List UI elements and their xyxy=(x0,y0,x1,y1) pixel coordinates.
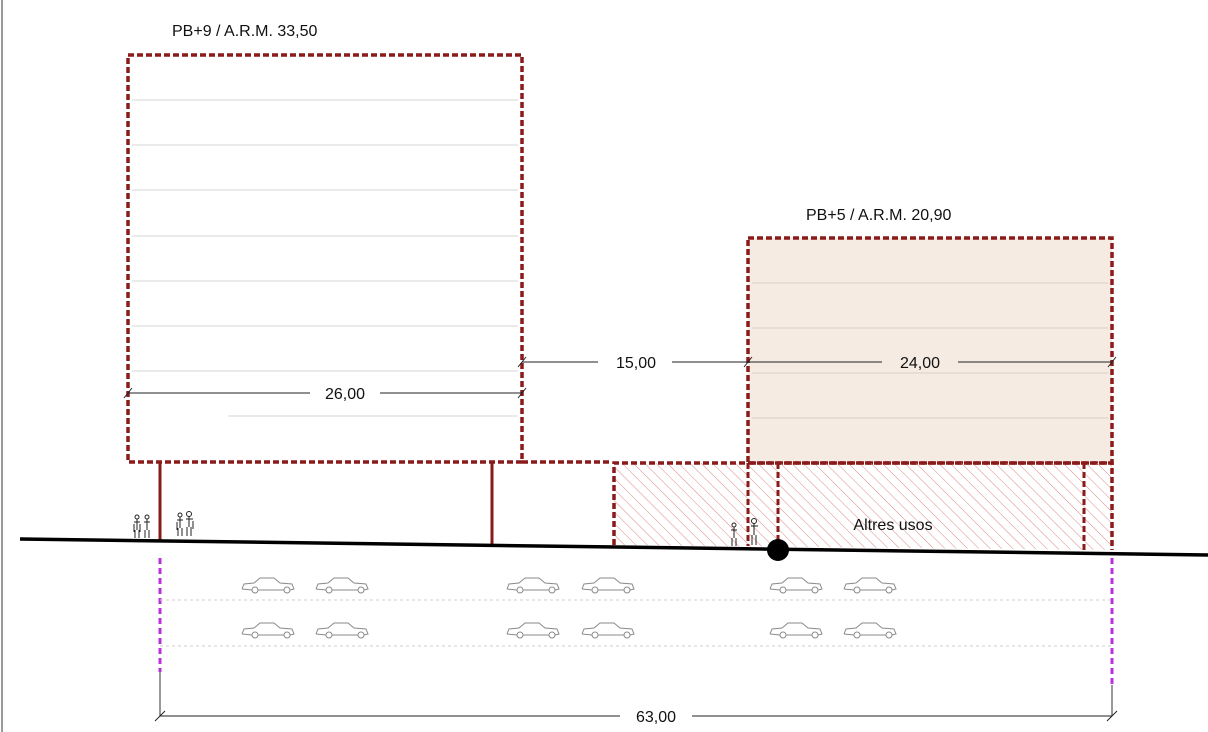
tower-a-label: PB+9 / A.R.M. 33,50 xyxy=(172,23,318,40)
tower-b-label: PB+5 / A.R.M. 20,90 xyxy=(806,207,952,224)
tower-a-outline xyxy=(126,53,524,464)
ground-line xyxy=(19,537,1208,557)
tower-b-floor-lines xyxy=(752,282,1108,419)
dimension-15-label: 15,00 xyxy=(616,355,656,372)
dimension-26-label: 26,00 xyxy=(325,386,365,403)
tower-a xyxy=(126,53,524,544)
ground-use-label: Altres usos xyxy=(853,517,932,534)
dimension-24-label: 24,00 xyxy=(900,355,940,372)
dimension-63-label: 63,00 xyxy=(636,709,676,726)
dimension-24 xyxy=(748,356,1117,368)
cars xyxy=(241,577,897,639)
reference-point xyxy=(767,539,789,561)
ground-use-block xyxy=(612,461,1114,550)
tower-b xyxy=(746,236,1114,465)
tower-a-floor-lines xyxy=(132,99,518,417)
parking-rows xyxy=(160,577,1112,647)
dimension-26 xyxy=(123,387,527,399)
people-figures xyxy=(133,511,758,546)
dimension-63 xyxy=(154,710,1118,722)
